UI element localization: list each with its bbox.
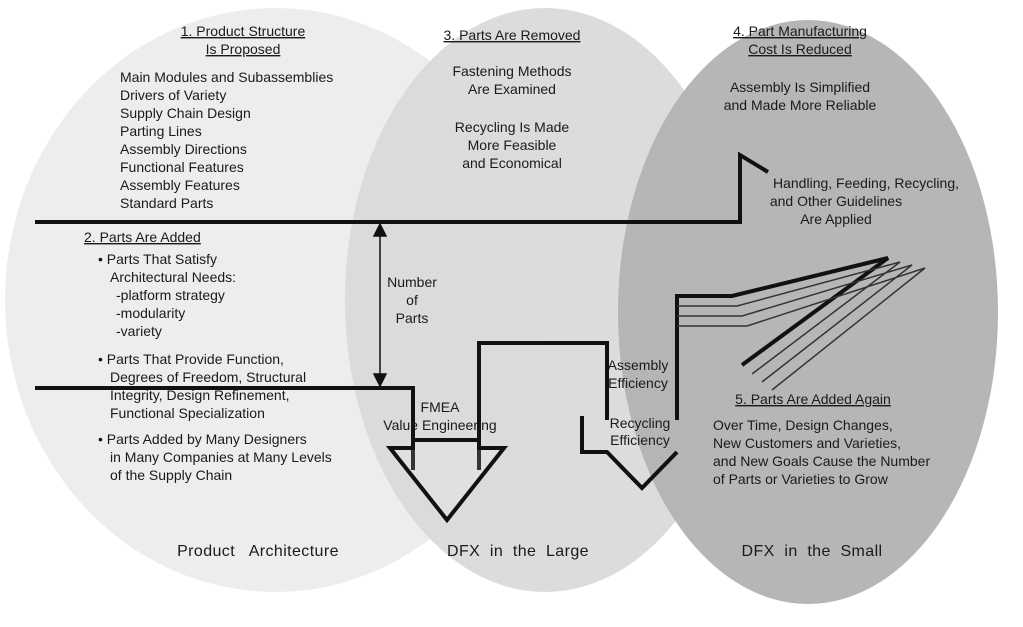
number-of-parts-label: of xyxy=(406,292,418,308)
step4-line: Assembly Is Simplified xyxy=(730,79,870,95)
arrow-recycling xyxy=(580,416,679,491)
number-of-parts-label: Parts xyxy=(396,310,429,326)
step3-line: and Economical xyxy=(462,155,562,171)
step4-group: 4. Part Manufacturing Cost Is Reduced As… xyxy=(724,23,877,113)
guidelines-line: Are Applied xyxy=(800,211,872,227)
step2-line: Degrees of Freedom, Structural xyxy=(110,369,306,385)
step2-line: • Parts That Provide Function, xyxy=(98,351,284,367)
fmea-label: FMEA xyxy=(421,399,461,415)
arrow-fmea xyxy=(385,438,509,524)
step2-line: of the Supply Chain xyxy=(110,467,232,483)
number-of-parts-label: Number xyxy=(387,274,437,290)
step2-line: • Parts That Satisfy xyxy=(98,251,217,267)
dfx-small-ellipse xyxy=(618,20,998,604)
parts-count-offset-lines xyxy=(677,261,926,391)
footer-product-architecture: Product Architecture xyxy=(177,543,339,560)
step2-group: 2. Parts Are Added • Parts That Satisfy … xyxy=(84,229,332,483)
step3-line: More Feasible xyxy=(468,137,557,153)
step2-line: -modularity xyxy=(116,305,185,321)
guidelines-line: Handling, Feeding, Recycling, xyxy=(773,175,959,191)
step1-heading: 1. Product Structure xyxy=(181,23,306,39)
step1-item: Main Modules and Subassemblies xyxy=(120,69,333,85)
step1-item: Standard Parts xyxy=(120,195,213,211)
step1-item: Assembly Directions xyxy=(120,141,247,157)
step2-line: -variety xyxy=(116,323,162,339)
step2-line: -platform strategy xyxy=(116,287,225,303)
step2-line: Architectural Needs: xyxy=(110,269,236,285)
step5-group: 5. Parts Are Added Again Over Time, Desi… xyxy=(713,391,930,487)
step2-line: Integrity, Design Refinement, xyxy=(110,387,290,403)
recycling-efficiency-label: Efficiency xyxy=(610,432,670,448)
step3-group: 3. Parts Are Removed Fastening Methods A… xyxy=(444,27,581,171)
step5-heading: 5. Parts Are Added Again xyxy=(735,391,891,407)
step5-line: New Customers and Varieties, xyxy=(713,435,901,451)
fmea-label: Value Engineering xyxy=(383,417,496,433)
step1-item: Assembly Features xyxy=(120,177,240,193)
step1-item: Supply Chain Design xyxy=(120,105,251,121)
step2-line: • Parts Added by Many Designers xyxy=(98,431,307,447)
step3-line: Fastening Methods xyxy=(452,63,571,79)
number-of-parts-arrow xyxy=(372,222,388,388)
step4-heading: Cost Is Reduced xyxy=(748,41,852,57)
step2-line: Functional Specialization xyxy=(110,405,265,421)
step1-item: Drivers of Variety xyxy=(120,87,226,103)
step3-heading: 3. Parts Are Removed xyxy=(444,27,581,43)
step5-line: and New Goals Cause the Number xyxy=(713,453,930,469)
step1-item: Functional Features xyxy=(120,159,244,175)
assembly-efficiency-label: Assembly xyxy=(608,357,669,373)
step3-line: Recycling Is Made xyxy=(455,119,570,135)
step5-line: Over Time, Design Changes, xyxy=(713,417,893,433)
step4-heading: 4. Part Manufacturing xyxy=(733,23,867,39)
step1-item: Parting Lines xyxy=(120,123,202,139)
footer-dfx-large: DFX in the Large xyxy=(447,543,589,560)
recycling-efficiency-label: Recycling xyxy=(610,415,671,431)
step2-line: in Many Companies at Many Levels xyxy=(110,449,332,465)
step3-line: Are Examined xyxy=(468,81,556,97)
assembly-efficiency-label: Efficiency xyxy=(608,375,668,391)
guidelines-line: and Other Guidelines xyxy=(770,193,902,209)
step5-line: of Parts or Varieties to Grow xyxy=(713,471,889,487)
step1-group: 1. Product Structure Is Proposed Main Mo… xyxy=(120,23,333,211)
step4-line: and Made More Reliable xyxy=(724,97,877,113)
step1-heading: Is Proposed xyxy=(206,41,281,57)
footer-dfx-small: DFX in the Small xyxy=(742,543,883,560)
step2-heading: 2. Parts Are Added xyxy=(84,229,201,245)
